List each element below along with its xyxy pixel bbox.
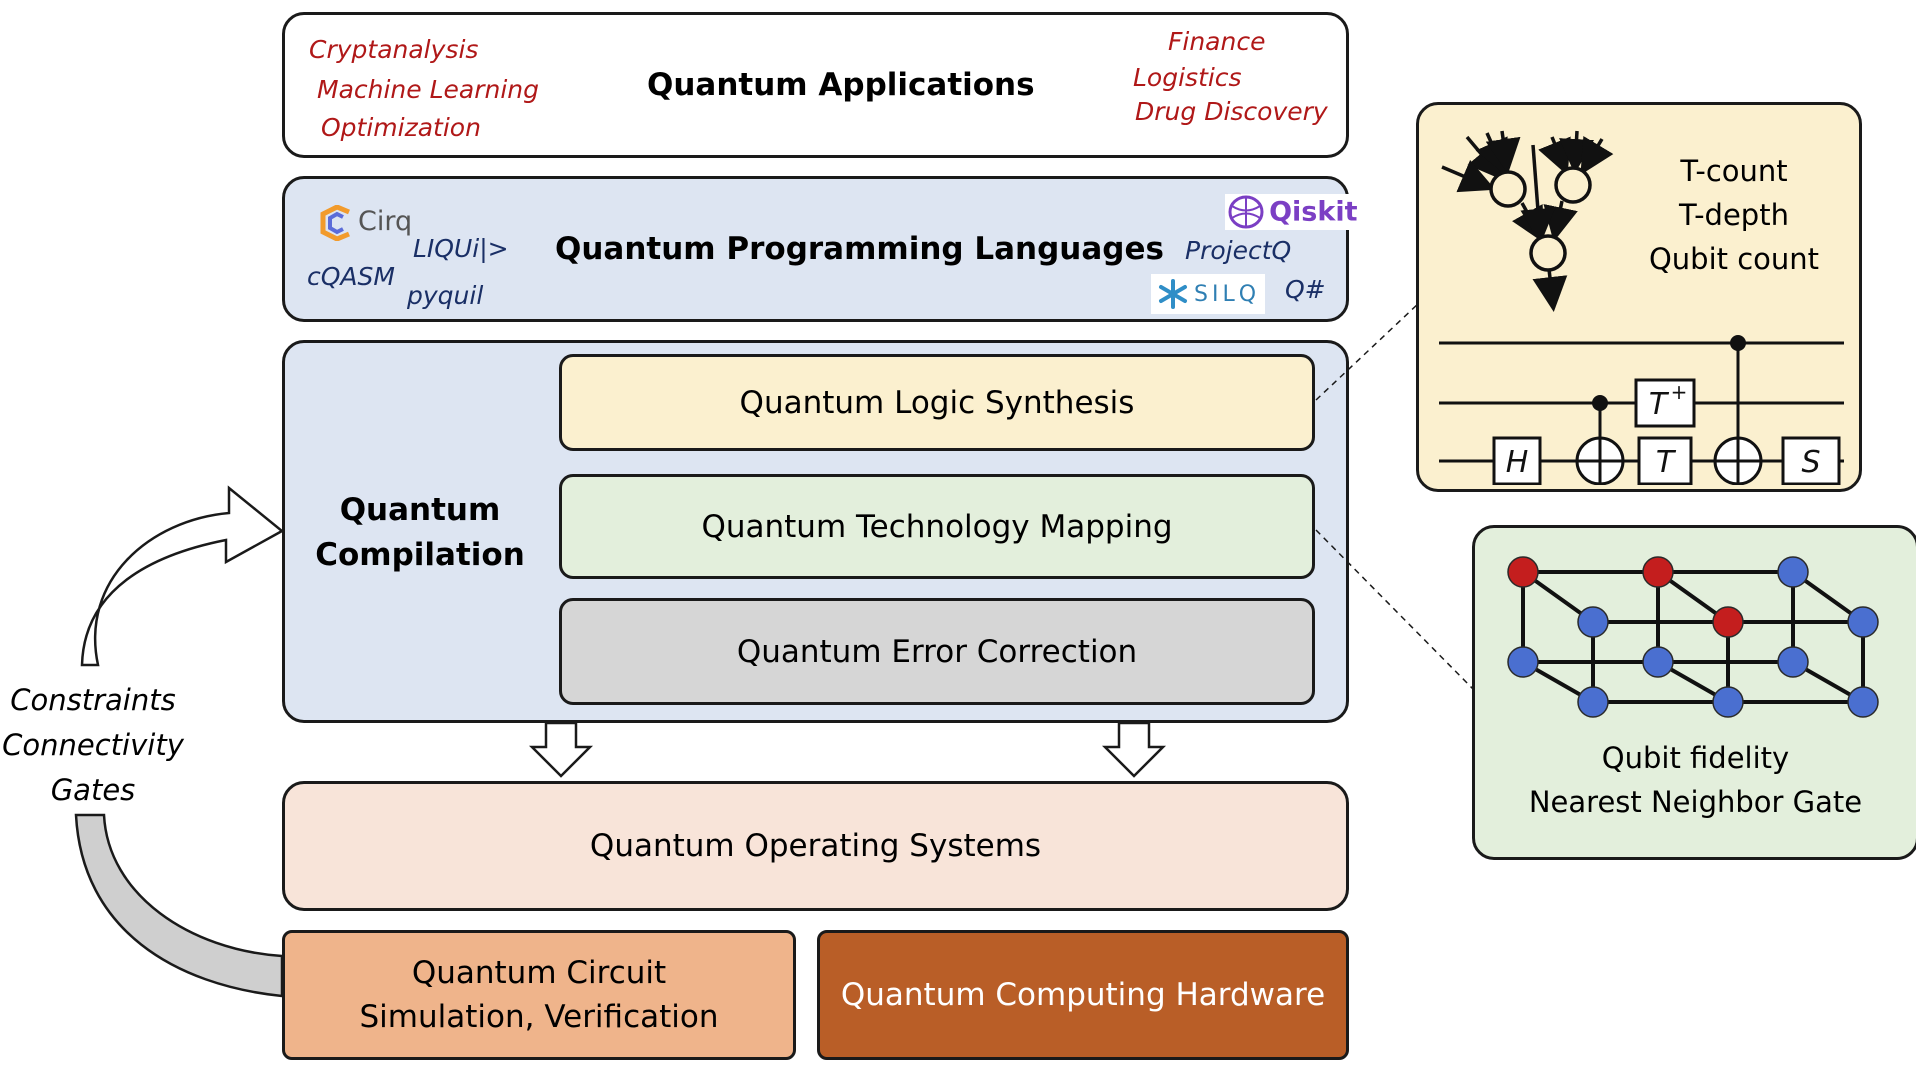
synthesis-stage: Quantum Logic Synthesis	[559, 354, 1315, 451]
gate-t	[1637, 436, 1693, 485]
languages-title: Quantum Programming Languages	[555, 231, 1164, 267]
app-drug-discovery: Drug Discovery	[1135, 97, 1328, 126]
qubit-node	[1507, 556, 1539, 588]
qubit-node	[1712, 686, 1744, 718]
quantum-circuit: H T + T S	[1439, 335, 1844, 485]
down-arrow-left	[528, 721, 594, 778]
simulation-line2: Simulation, Verification	[359, 999, 719, 1035]
feedback-connectivity: Connectivity	[2, 728, 184, 762]
simulation-line1: Quantum Circuit	[411, 955, 667, 991]
lang-silq: SILQ	[1194, 281, 1261, 307]
hardware-box: Quantum Computing Hardware	[817, 930, 1349, 1060]
app-optimization: Optimization	[321, 113, 481, 142]
lang-cqasm: cQASM	[307, 262, 395, 291]
feedback-grey-arrow	[74, 813, 284, 998]
and-node	[1554, 166, 1592, 204]
compilation-label-line1: Quantum	[339, 492, 501, 528]
synthesis-panel: T-count T-depth Qubit count H	[1416, 102, 1862, 492]
control-dot	[1592, 395, 1608, 411]
down-arrow-right	[1101, 721, 1167, 778]
lang-pyquil: pyquil	[407, 281, 484, 310]
simulation-box: Quantum Circuit Simulation, Verification	[282, 930, 796, 1060]
qiskit-logo: Qiskit	[1225, 194, 1361, 230]
applications-box: Cryptanalysis Machine Learning Optimizat…	[282, 12, 1349, 158]
gate-s	[1781, 436, 1841, 485]
qubit-node	[1642, 646, 1674, 678]
gate-h-label: H	[1506, 445, 1529, 480]
os-box: Quantum Operating Systems	[282, 781, 1349, 911]
gate-t-label: T	[1656, 445, 1677, 480]
languages-box: Cirq LIQUi|> cQASM pyquil Quantum Progra…	[282, 176, 1361, 322]
qubit-node	[1577, 686, 1609, 718]
and-node	[1529, 234, 1567, 272]
qubit-node	[1777, 556, 1809, 588]
silq-icon	[1159, 279, 1187, 309]
control-dot	[1730, 335, 1746, 351]
synthesis-label: Quantum Logic Synthesis	[739, 384, 1135, 421]
hardware-label: Quantum Computing Hardware	[840, 977, 1326, 1013]
lang-liqui: LIQUi|>	[413, 234, 509, 263]
gate-t-dagger	[1634, 378, 1696, 428]
compilation-label-line2: Compilation	[315, 537, 525, 573]
app-cryptanalysis: Cryptanalysis	[309, 35, 479, 64]
lang-cirq: Cirq	[358, 206, 413, 237]
lang-projectq: ProjectQ	[1185, 236, 1292, 265]
silq-logo: SILQ	[1151, 274, 1266, 314]
app-finance: Finance	[1168, 27, 1266, 56]
qubit-node	[1507, 646, 1539, 678]
metric-t-count: T-count	[1680, 154, 1788, 188]
and-node	[1489, 170, 1527, 208]
and-tree-graph	[1441, 130, 1614, 312]
feedback-labels: Constraints Connectivity Gates	[0, 678, 186, 813]
app-logistics: Logistics	[1133, 63, 1242, 92]
mapping-metrics: Qubit fidelity Nearest Neighbor Gate	[1475, 736, 1916, 824]
qubit-node	[1847, 686, 1879, 718]
applications-title: Quantum Applications	[647, 67, 1035, 103]
leader-mapping	[1315, 529, 1475, 691]
app-machine-learning: Machine Learning	[317, 75, 540, 104]
qubit-node	[1712, 606, 1744, 638]
gate-t-dagger-label: T	[1649, 387, 1670, 422]
metric-t-depth: T-depth	[1679, 198, 1789, 232]
os-label: Quantum Operating Systems	[589, 828, 1042, 864]
lang-qiskit: Qiskit	[1269, 196, 1358, 228]
feedback-constraints: Constraints	[10, 683, 176, 717]
feedback-up-arrow	[80, 485, 285, 667]
qubit-node	[1642, 556, 1674, 588]
gate-s-label: S	[1801, 445, 1820, 480]
gate-h	[1492, 436, 1542, 485]
qubit-node	[1577, 606, 1609, 638]
error-correction-label: Quantum Error Correction	[736, 633, 1138, 670]
metric-nearest-neighbor: Nearest Neighbor Gate	[1528, 785, 1863, 819]
feedback-gates: Gates	[50, 773, 136, 807]
gate-t-dagger-sup: +	[1671, 380, 1688, 404]
qubit-node	[1777, 646, 1809, 678]
error-correction-stage: Quantum Error Correction	[559, 598, 1315, 705]
qubit-node	[1847, 606, 1879, 638]
synthesis-metrics: T-count T-depth Qubit count	[1624, 149, 1844, 281]
compilation-label: Quantum Compilation	[285, 488, 555, 578]
qiskit-icon	[1228, 195, 1264, 229]
qubit-connectivity-graph	[1507, 556, 1879, 718]
mapping-panel: Qubit fidelity Nearest Neighbor Gate	[1472, 525, 1916, 860]
mapping-label: Quantum Technology Mapping	[701, 508, 1173, 545]
leader-synthesis	[1315, 301, 1421, 401]
metric-qubit-fidelity: Qubit fidelity	[1601, 741, 1790, 775]
lang-qsharp: Q#	[1285, 275, 1326, 304]
cirq-logo	[319, 204, 353, 245]
cirq-icon	[320, 204, 350, 242]
metric-qubit-count: Qubit count	[1648, 242, 1820, 276]
mapping-stage: Quantum Technology Mapping	[559, 474, 1315, 579]
